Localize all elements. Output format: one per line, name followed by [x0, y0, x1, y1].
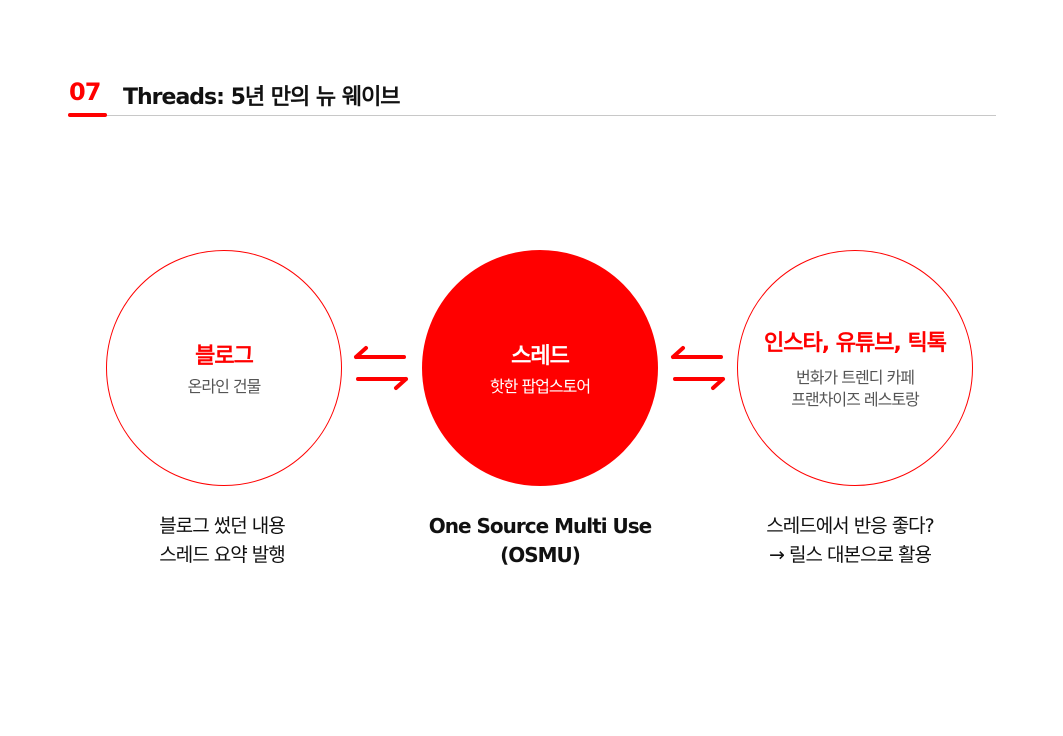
- blog-circle: 블로그 온라인 건물: [106, 250, 342, 486]
- caption-line: (OSMU): [500, 543, 581, 567]
- page-title: Threads: 5년 만의 뉴 웨이브: [123, 85, 401, 110]
- caption-line: 스레드 요약 발행: [159, 544, 285, 566]
- section-number: 07: [69, 78, 101, 106]
- threads-circle: 스레드 핫한 팝업스토어: [422, 250, 658, 486]
- blog-subtitle: 온라인 건물: [187, 377, 262, 396]
- caption-line: → 릴스 대본으로 활용: [769, 544, 932, 566]
- bidirectional-arrow-icon: [671, 346, 725, 390]
- threads-subtitle: 핫한 팝업스토어: [489, 377, 591, 396]
- sns-title: 인스타, 유튜브, 틱톡: [764, 331, 947, 356]
- blog-caption: 블로그 썼던 내용 스레드 요약 발행: [72, 512, 372, 570]
- threads-title: 스레드: [511, 344, 570, 369]
- blog-title: 블로그: [195, 344, 254, 369]
- bidirectional-arrow-icon: [354, 346, 408, 390]
- sns-subtitle-1: 번화가 트렌디 카페: [796, 368, 915, 387]
- caption-line: One Source Multi Use: [428, 514, 652, 538]
- osmu-caption: One Source Multi Use (OSMU): [390, 512, 690, 570]
- header-divider: [68, 115, 996, 116]
- caption-line: 블로그 썼던 내용: [159, 515, 285, 537]
- section-number-underline: [68, 113, 107, 117]
- sns-caption: 스레드에서 반응 좋다? → 릴스 대본으로 활용: [700, 512, 1000, 570]
- sns-subtitle-2: 프랜차이즈 레스토랑: [791, 390, 920, 409]
- caption-line: 스레드에서 반응 좋다?: [766, 515, 934, 537]
